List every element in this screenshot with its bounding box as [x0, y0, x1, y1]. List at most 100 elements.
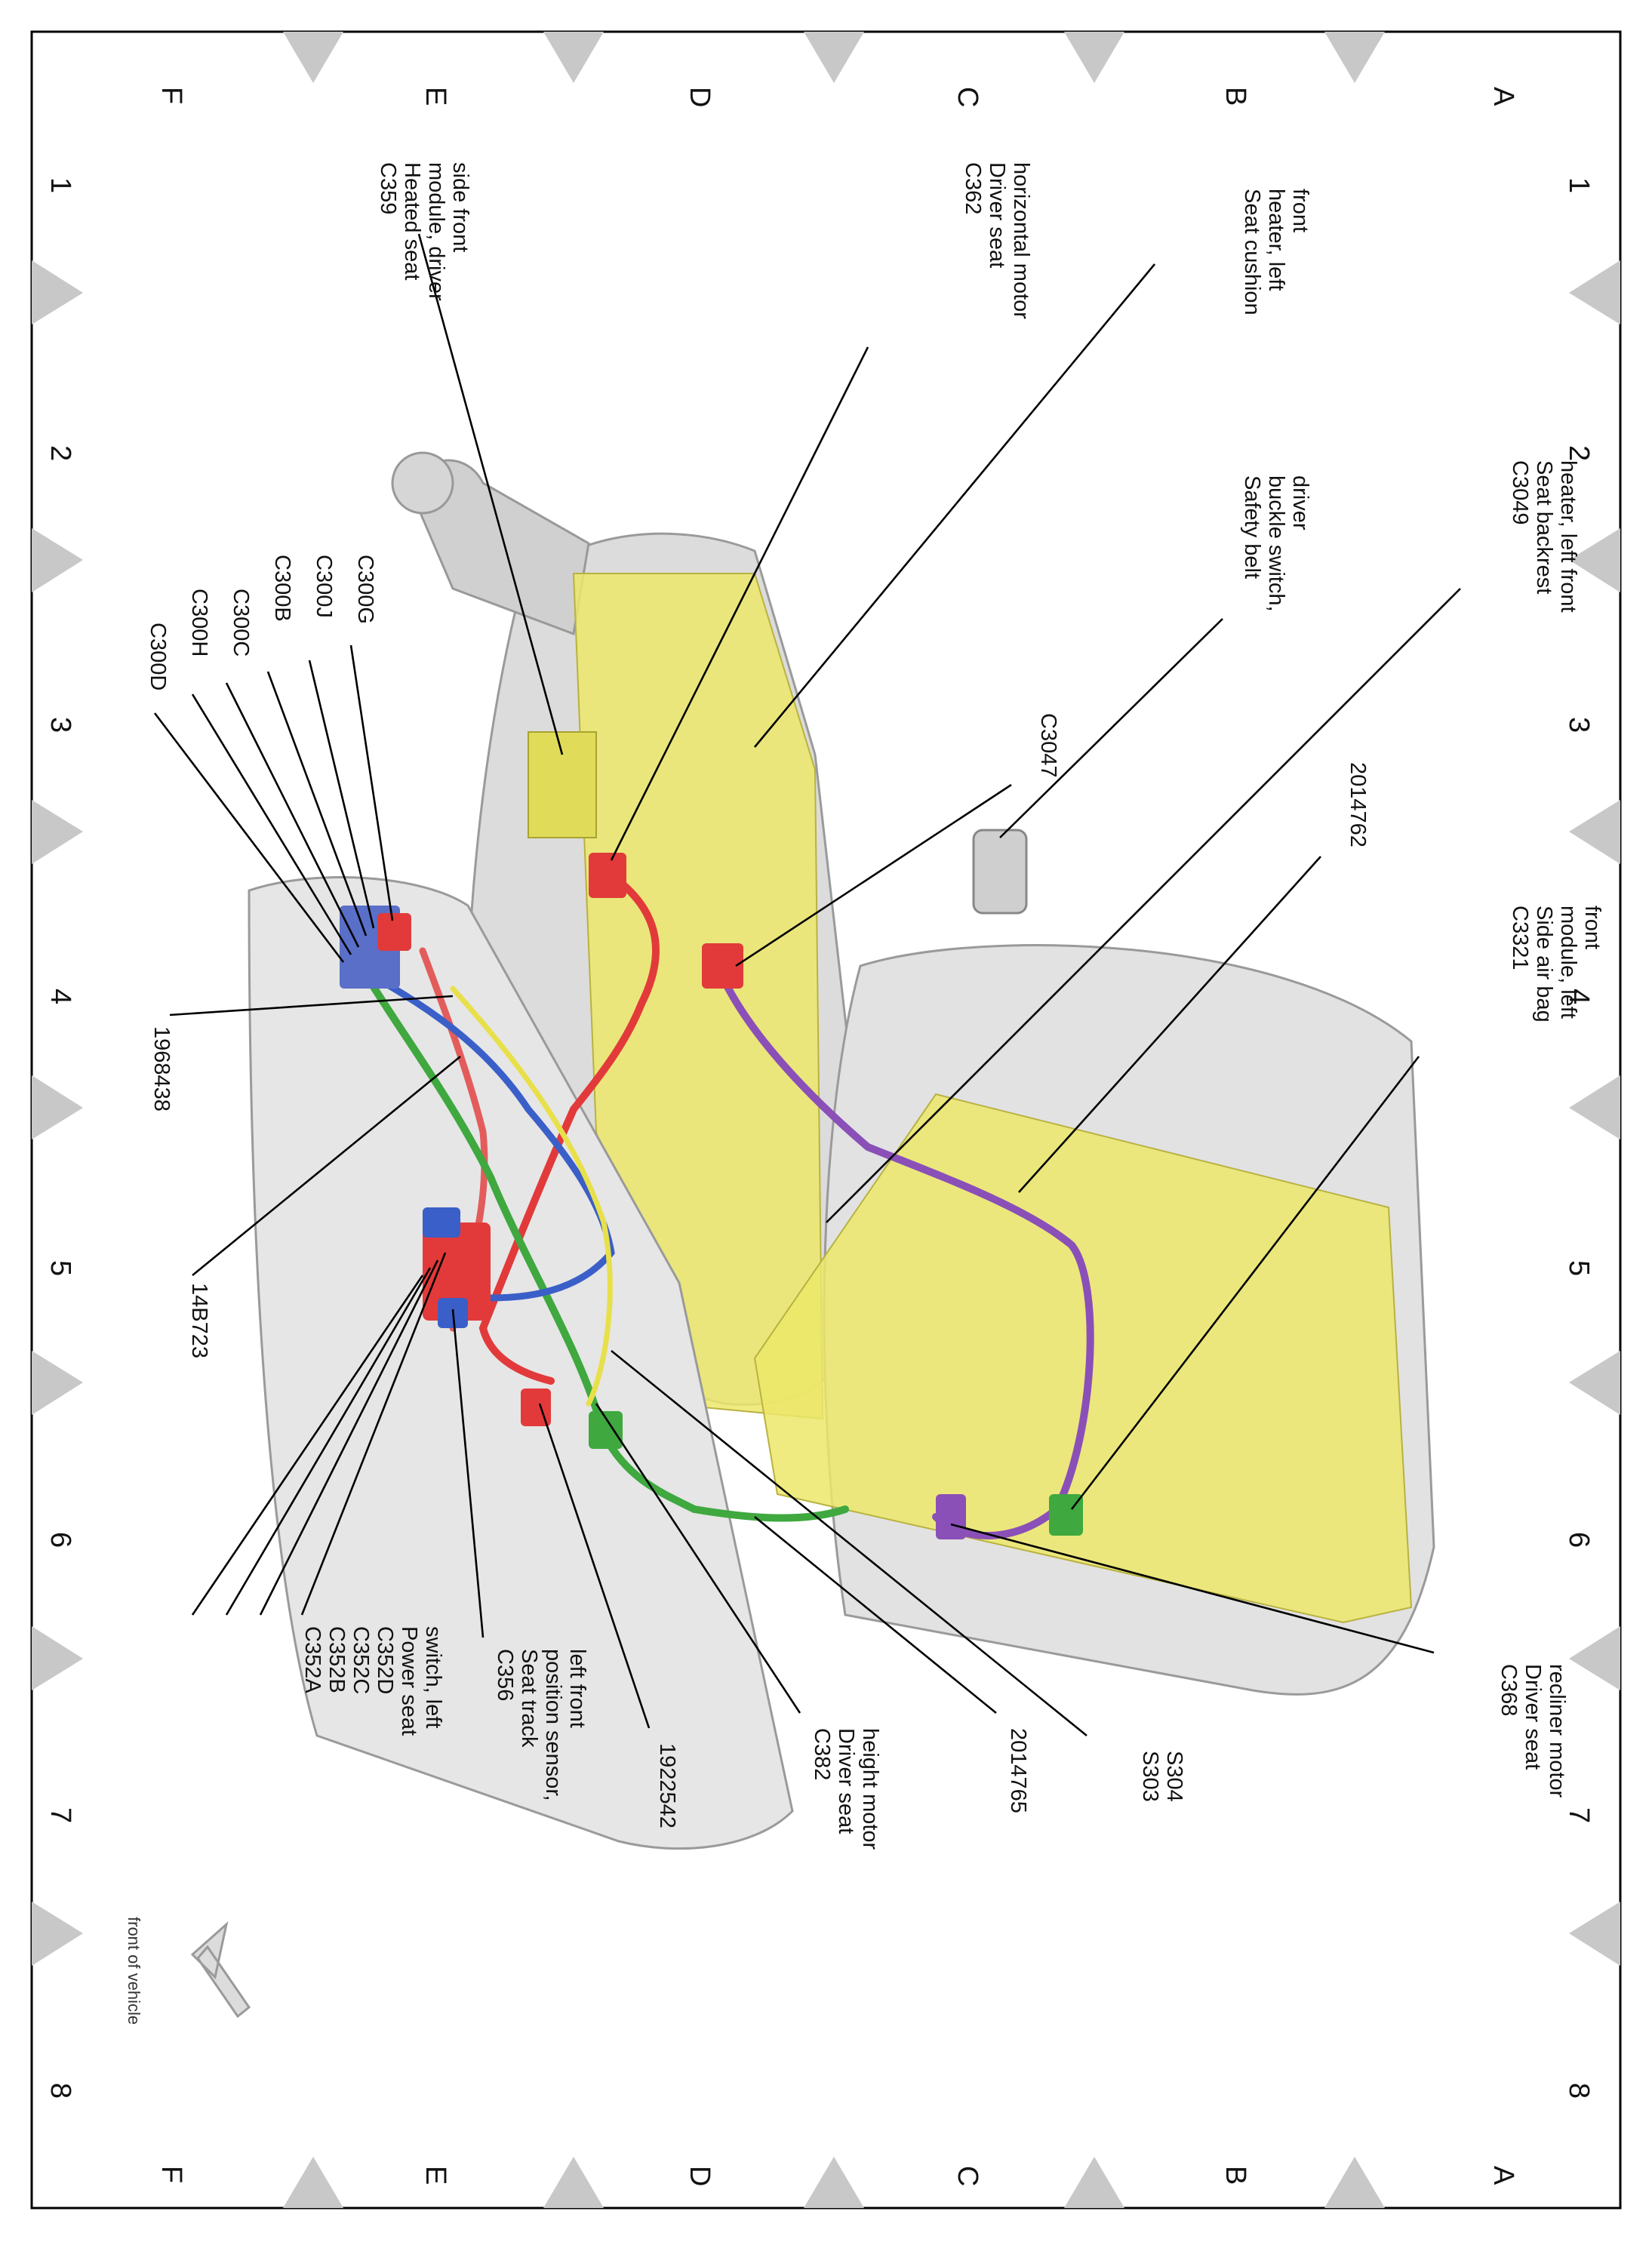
- leader-c356: [451, 1309, 485, 1638]
- leader-c3049: [826, 588, 1461, 1223]
- leader-c352d: [191, 1275, 424, 1616]
- connector-c3047: [702, 943, 743, 989]
- leader-c3321: [1070, 1056, 1420, 1510]
- grid-col-left-1: 1: [45, 177, 76, 193]
- leader-c3047: [735, 783, 1012, 967]
- cushion-heater-pad: [753, 1093, 1413, 1624]
- grid-markers: A B C D E F A B C D E F 1 2 3 4 5 6 7 8 …: [45, 87, 1595, 2186]
- front-of-vehicle-text: front of vehicle: [125, 1917, 143, 2025]
- grid-row-top-b: B: [1220, 87, 1251, 106]
- grid-col-right-1: 1: [1563, 177, 1595, 193]
- label-c368: C368 Driver seat recliner motor: [1497, 1664, 1569, 1798]
- grid-row-bottom-a: A: [1487, 2166, 1519, 2185]
- leader-c359: [417, 233, 564, 755]
- grid-row-top-c: C: [952, 87, 983, 107]
- grid-row-bottom-e: E: [420, 2166, 451, 2185]
- grid-col-right-5: 5: [1563, 1260, 1595, 1276]
- grid-col-left-5: 5: [45, 1260, 76, 1276]
- label-c362: C362 Driver seat horizontal motor: [961, 162, 1033, 319]
- connector-c300g: [377, 913, 411, 951]
- leader-2014762: [1018, 856, 1321, 1193]
- grid-col-left-7: 7: [45, 1807, 76, 1823]
- grid-col-right-8: 8: [1563, 2083, 1595, 2099]
- leader-lines: [153, 233, 1461, 1737]
- label-c382: C382 Driver seat height motor: [810, 1728, 882, 1850]
- connector-c368: [936, 1494, 966, 1539]
- leader-safety-belt: [999, 618, 1223, 838]
- wiring-harness: [340, 853, 1094, 1539]
- grid-row-bottom-c: C: [952, 2166, 983, 2186]
- front-arrow-icon: [190, 1921, 251, 2019]
- grid-row-bottom-d: D: [684, 2166, 715, 2186]
- leader-c300b: [266, 671, 368, 936]
- grid-col-left-6: 6: [45, 1532, 76, 1548]
- label-c3047: C3047: [1036, 713, 1060, 777]
- wire-red-upper: [478, 872, 660, 1385]
- leader-1922542: [538, 1403, 651, 1729]
- headrest-ring: [391, 451, 454, 515]
- label-c300b: C300B: [270, 555, 294, 622]
- leader-14b723: [192, 1055, 461, 1277]
- safety-belt-buckle: [972, 829, 1028, 915]
- grid-col-right-7: 7: [1563, 1807, 1595, 1823]
- grid-row-top-a: A: [1487, 87, 1519, 106]
- leader-seat-cushion: [753, 263, 1156, 748]
- leader-2014765: [754, 1515, 997, 1715]
- front-of-vehicle-indicator: front of vehicle: [125, 1917, 251, 2025]
- label-1968438: 1968438: [149, 1026, 174, 1112]
- label-c300d: C300D: [146, 623, 170, 690]
- grid-col-left-8: 8: [45, 2083, 76, 2099]
- leader-c300h: [191, 693, 352, 955]
- wire-blue: [351, 962, 615, 1302]
- grid-col-left-4: 4: [45, 989, 76, 1004]
- grid-row-bottom-b: B: [1220, 2166, 1251, 2185]
- label-c352: C352A C352B C352C C352D Power seat switc…: [300, 1626, 445, 1742]
- label-c359: C359 Heated seat module, driver side fro…: [376, 162, 472, 307]
- leader-c352c: [225, 1267, 432, 1616]
- leader-c368: [950, 1523, 1435, 1654]
- grid-col-right-4: 4: [1563, 989, 1595, 1004]
- heated-seat-module: [528, 731, 597, 838]
- grid-col-left-3: 3: [45, 717, 76, 733]
- wire-purple: [721, 977, 1094, 1539]
- grid-row-top-f: F: [155, 87, 187, 104]
- connector-c352: [423, 1222, 491, 1321]
- leader-1968438: [169, 995, 454, 1016]
- connector-c352-blue: [423, 1207, 460, 1238]
- leader-c300g: [349, 644, 394, 921]
- label-s303-s304: S303 S304: [1138, 1751, 1186, 1808]
- label-seat-cushion: Seat cushion heater, left front: [1240, 189, 1312, 321]
- grid-col-left-2: 2: [45, 445, 76, 461]
- label-2014765: 2014765: [1006, 1728, 1030, 1813]
- seat-base-frame: [248, 876, 794, 1850]
- leader-c300d: [153, 712, 345, 963]
- leader-c300c: [225, 682, 360, 948]
- leader-s303: [611, 1349, 1087, 1737]
- label-2014762: 2014762: [1346, 762, 1370, 847]
- grid-row-top-e: E: [420, 87, 451, 106]
- label-1922542: 1922542: [655, 1743, 679, 1828]
- label-c300c: C300C: [229, 589, 253, 657]
- grid-col-right-3: 3: [1563, 717, 1595, 733]
- connector-c362: [589, 853, 626, 898]
- wire-green: [366, 977, 849, 1522]
- wire-yellow: [450, 986, 613, 1407]
- edge-triangles: [32, 32, 1620, 2208]
- connector-c382: [589, 1411, 623, 1449]
- leader-c352a: [300, 1252, 447, 1616]
- grid-col-right-6: 6: [1563, 1532, 1595, 1548]
- label-c300j: C300J: [312, 555, 336, 618]
- label-c3049: C3049 Seat backrest heater, left front: [1508, 460, 1580, 613]
- connector-1922542: [521, 1389, 551, 1426]
- labels: C359 Heated seat module, driver side fro…: [146, 162, 1604, 1850]
- grid-col-right-2: 2: [1563, 445, 1595, 461]
- label-c300g: C300G: [353, 555, 377, 624]
- label-c3321: C3321 Side air bag module, left front: [1508, 906, 1604, 1029]
- seat-illustration: [248, 451, 1435, 1850]
- leader-c382: [595, 1403, 801, 1714]
- leader-c300j: [308, 660, 375, 929]
- grid-row-bottom-f: F: [155, 2166, 187, 2183]
- label-safety-belt: Safety belt buckle switch, driver: [1240, 475, 1312, 618]
